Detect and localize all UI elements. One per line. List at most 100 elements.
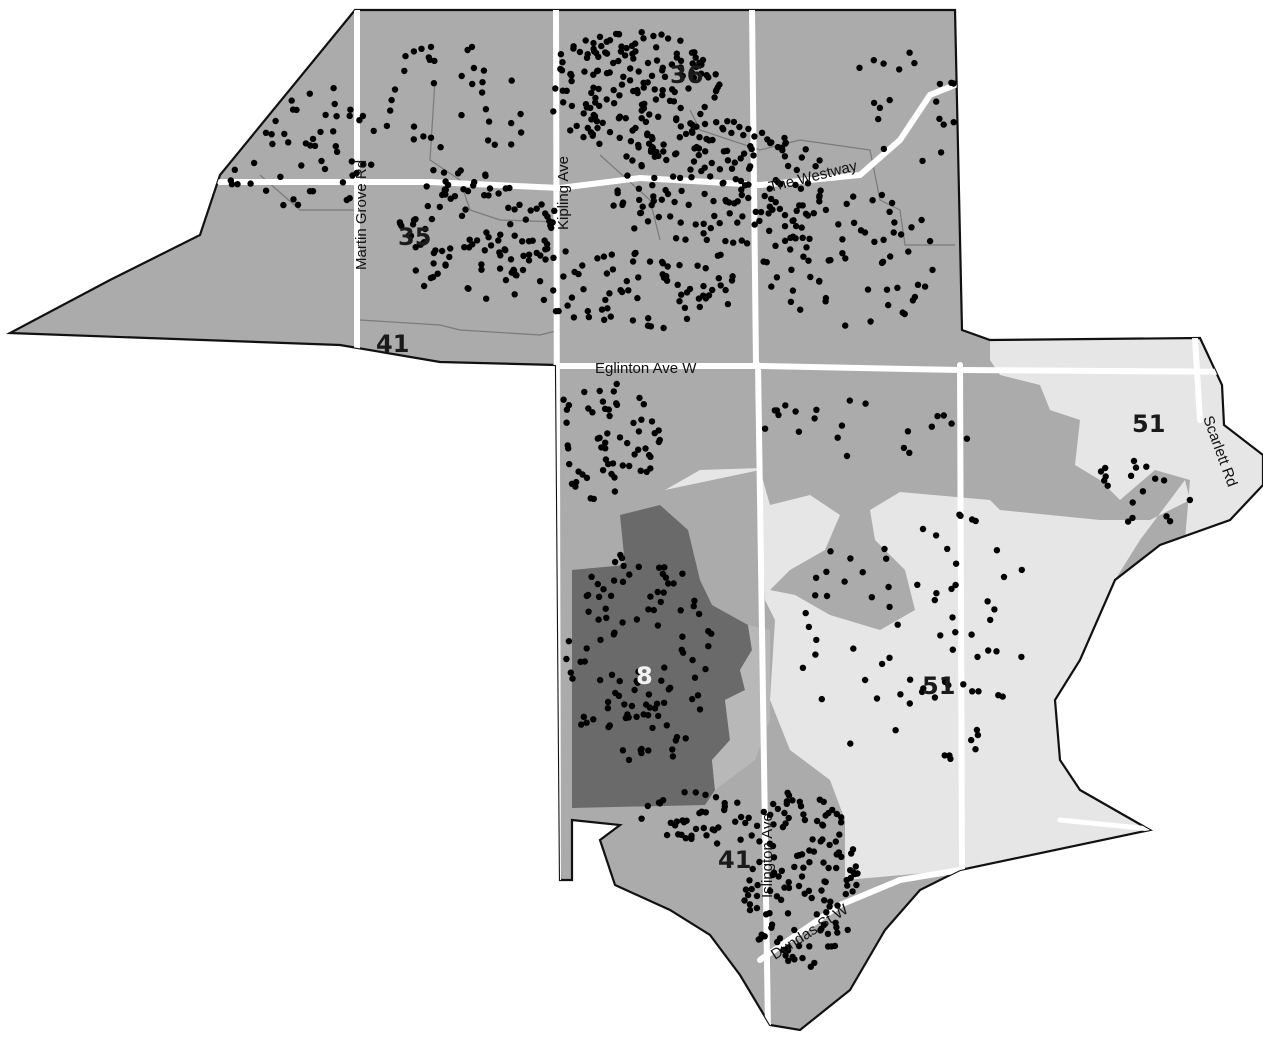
point-marker <box>812 592 819 599</box>
point-marker <box>697 110 704 118</box>
point-marker <box>819 821 826 828</box>
point-marker <box>566 460 573 468</box>
point-marker <box>663 722 670 729</box>
point-marker <box>801 816 809 824</box>
point-marker <box>810 210 817 217</box>
point-marker <box>541 237 548 244</box>
point-marker <box>619 619 626 626</box>
point-marker <box>512 271 519 279</box>
point-marker <box>630 419 637 427</box>
point-marker <box>928 423 935 430</box>
point-marker <box>695 295 703 302</box>
point-marker <box>658 31 665 38</box>
point-marker <box>950 119 957 126</box>
point-marker <box>688 174 695 181</box>
point-marker <box>876 104 884 112</box>
point-marker <box>570 45 577 52</box>
point-marker <box>798 873 806 880</box>
point-marker <box>728 165 736 172</box>
point-marker <box>897 231 905 238</box>
point-marker <box>852 863 859 870</box>
point-marker <box>457 167 464 174</box>
point-marker <box>1130 457 1138 465</box>
point-marker <box>473 237 481 244</box>
point-marker <box>368 161 375 168</box>
point-marker <box>565 402 573 409</box>
point-marker <box>495 190 502 197</box>
zone-41-south-light-patch <box>712 625 770 790</box>
point-marker <box>464 187 472 195</box>
point-marker <box>896 66 903 73</box>
point-marker <box>721 799 728 807</box>
point-marker <box>940 412 947 419</box>
point-marker <box>948 79 955 87</box>
point-marker <box>673 733 681 741</box>
point-marker <box>709 136 716 144</box>
point-marker <box>420 282 428 290</box>
point-marker <box>937 632 944 639</box>
point-marker <box>502 276 510 284</box>
point-marker <box>724 300 732 308</box>
point-marker <box>861 229 869 236</box>
point-marker <box>640 105 648 112</box>
point-marker <box>604 698 612 706</box>
point-marker <box>602 445 609 452</box>
point-marker <box>813 636 820 644</box>
point-marker <box>442 262 449 269</box>
point-marker <box>707 173 714 180</box>
point-marker <box>331 100 338 108</box>
point-marker <box>700 230 707 237</box>
zone-51-center-area <box>665 468 1190 880</box>
islington-road-line <box>755 362 771 1030</box>
point-marker <box>611 474 618 481</box>
point-marker <box>719 180 726 187</box>
point-marker <box>583 104 590 111</box>
point-marker <box>655 427 662 434</box>
point-marker <box>610 86 617 94</box>
point-marker <box>833 864 840 872</box>
point-marker <box>639 203 646 210</box>
point-marker <box>1000 573 1008 581</box>
point-marker <box>861 676 869 684</box>
point-marker <box>844 926 851 934</box>
point-marker <box>568 77 575 85</box>
point-marker <box>757 208 765 216</box>
point-marker <box>771 407 778 414</box>
point-marker <box>799 234 806 241</box>
point-marker <box>589 131 596 138</box>
point-marker <box>745 194 752 202</box>
point-marker <box>595 593 603 600</box>
point-marker <box>702 791 709 798</box>
point-marker <box>716 219 723 227</box>
point-marker <box>1132 464 1140 471</box>
point-marker <box>615 57 622 65</box>
point-marker <box>692 789 699 796</box>
point-marker <box>827 548 834 555</box>
point-marker <box>827 898 834 905</box>
point-marker <box>714 252 722 259</box>
point-marker <box>635 185 643 192</box>
point-marker <box>870 57 877 64</box>
point-marker <box>789 953 796 961</box>
point-marker <box>606 412 613 420</box>
point-marker <box>682 130 690 138</box>
point-marker <box>758 931 765 938</box>
point-marker <box>746 901 754 908</box>
point-marker <box>993 547 1001 554</box>
point-marker <box>886 654 893 661</box>
point-marker <box>717 282 724 289</box>
point-marker <box>995 692 1002 699</box>
point-marker <box>603 50 611 57</box>
point-marker <box>583 54 591 61</box>
point-marker <box>645 606 652 613</box>
point-marker <box>430 80 438 87</box>
road-label-eglinton: Eglinton Ave W <box>595 360 697 377</box>
point-marker <box>623 153 630 160</box>
point-marker <box>544 245 551 252</box>
point-marker <box>658 677 665 684</box>
point-marker <box>906 700 913 707</box>
point-marker <box>817 187 824 194</box>
point-marker <box>590 39 597 47</box>
